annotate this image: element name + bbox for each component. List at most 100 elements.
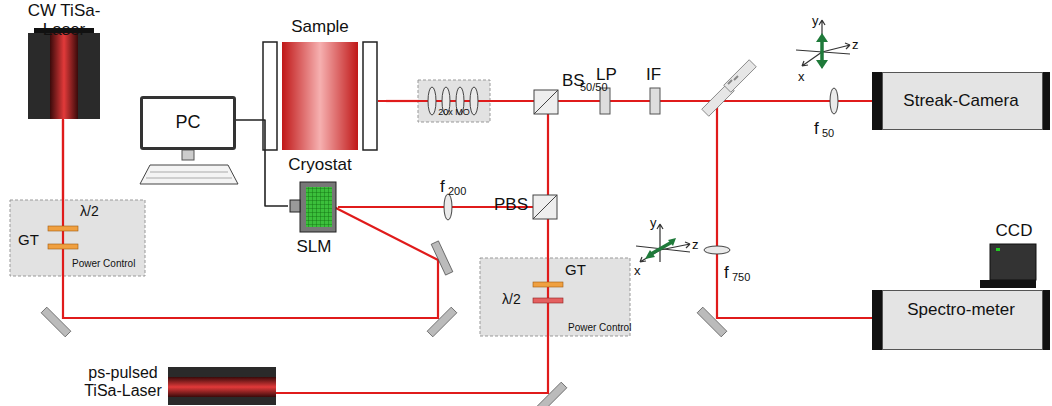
component-label: x xyxy=(634,264,641,277)
laser-beam-part xyxy=(717,101,880,318)
laser-beam xyxy=(62,120,64,200)
detector-front-part xyxy=(996,248,1000,251)
slm-device xyxy=(290,182,336,232)
slm-device-part xyxy=(290,200,300,212)
polarization-arrow xyxy=(645,33,828,259)
mirror-part xyxy=(41,307,71,337)
detector-front-part xyxy=(872,72,882,130)
node-text: Cryostat xyxy=(258,156,382,175)
mirror-part xyxy=(537,382,567,406)
slm-box: SLM xyxy=(288,180,344,260)
streak-camera-box: Streak-Camera xyxy=(882,72,1043,130)
slm-device-part xyxy=(300,182,336,232)
node-text: PC xyxy=(143,113,233,133)
node-text: GT xyxy=(18,232,48,249)
node-text: 20x MO xyxy=(418,108,490,118)
power-control-box: GTλ/2Power Control xyxy=(480,258,634,336)
filter-part xyxy=(650,88,660,114)
ps-laser-part xyxy=(168,377,276,397)
beam-splitter-part xyxy=(534,90,558,114)
cryostat-part xyxy=(363,42,377,150)
cw-laser xyxy=(28,28,100,119)
lens-part xyxy=(428,87,436,115)
laser-beam xyxy=(386,100,418,102)
pc-monitor: PC xyxy=(140,96,236,150)
mirror-part xyxy=(431,241,453,275)
axis-cross-part xyxy=(657,224,663,262)
cryostat xyxy=(263,42,377,150)
cryostat-part xyxy=(282,42,358,150)
node-text: GT xyxy=(565,262,595,279)
detector-front-part xyxy=(990,244,1036,280)
subscript-label: 750 xyxy=(732,272,750,283)
mirror-part xyxy=(724,60,757,93)
ps-laser-part xyxy=(168,367,276,405)
node-text: λ/2 xyxy=(80,204,120,219)
node-text: CW TiSa-Laser xyxy=(18,2,110,39)
mirror-part xyxy=(728,76,738,84)
polarization-arrow-part xyxy=(820,40,824,62)
node-text: CCD xyxy=(984,222,1044,241)
laser-beam-part xyxy=(720,100,880,102)
mirror-part xyxy=(427,307,457,337)
beam-splitter-part xyxy=(533,195,557,219)
detector-front xyxy=(872,72,1050,350)
sample-cryostat: SampleCryostat xyxy=(258,14,386,180)
filter xyxy=(600,88,660,114)
node-text: Power Control xyxy=(72,258,142,269)
component-label: IF xyxy=(646,66,661,83)
beam-splitter xyxy=(533,90,558,219)
computer-part xyxy=(146,172,232,178)
detector-front-part xyxy=(872,290,882,350)
component-label: y xyxy=(812,14,819,27)
node-text: Streak-Camera xyxy=(883,92,1039,111)
beam-splitter-part xyxy=(533,195,557,219)
power-control-panel-part xyxy=(480,258,630,336)
ccd-label: CCD xyxy=(984,218,1048,242)
beam-splitter-part xyxy=(534,90,558,114)
computer-part xyxy=(140,165,238,184)
mirror xyxy=(41,60,756,406)
lens-part xyxy=(704,246,730,254)
subscript-label: 50/50 xyxy=(580,82,608,93)
node-text: ps-pulsed TiSa-Laser xyxy=(80,364,166,399)
polarization-arrow-part xyxy=(668,238,676,246)
power-control-box: λ/2GT Power Control xyxy=(10,200,145,276)
cw-laser-part xyxy=(28,33,100,119)
component-label: f xyxy=(440,178,445,195)
polarization-arrow-part xyxy=(651,242,672,254)
lens-part xyxy=(470,87,478,115)
axis-cross-part xyxy=(822,43,850,52)
waveplate-part xyxy=(533,282,563,287)
polarization-arrow-part xyxy=(816,33,828,42)
axis-cross xyxy=(636,20,850,262)
lens xyxy=(428,87,838,254)
mirror-part xyxy=(697,307,727,337)
data-cable xyxy=(236,120,288,206)
detector-front-part xyxy=(980,280,1036,288)
lens-part xyxy=(444,194,452,220)
node-text: λ/2 xyxy=(502,292,532,307)
component-label: PBS xyxy=(494,196,528,213)
laser-label: ps-pulsed TiSa-Laser xyxy=(80,362,170,404)
component-label: z xyxy=(852,38,859,51)
spectrometer-box: Spectro-meter xyxy=(882,290,1043,350)
polarization-arrow-part xyxy=(816,60,828,69)
computer-part xyxy=(182,150,194,160)
node-text: Spectro-meter xyxy=(883,301,1039,320)
waveplate xyxy=(48,226,563,303)
lens-part xyxy=(830,88,838,114)
component-label: z xyxy=(692,238,699,251)
waveplate-part xyxy=(48,226,78,231)
subscript-label: 50 xyxy=(822,128,834,139)
power-control-panel-part xyxy=(10,200,145,276)
component-label: f xyxy=(724,264,729,281)
objective-box: 20x MO xyxy=(418,80,494,122)
node-text: SLM xyxy=(288,238,340,257)
ps-laser xyxy=(168,367,276,405)
laser-beam-part xyxy=(63,118,438,318)
computer xyxy=(140,150,238,184)
component-label: x xyxy=(798,70,805,83)
subscript-label: 200 xyxy=(448,186,466,197)
